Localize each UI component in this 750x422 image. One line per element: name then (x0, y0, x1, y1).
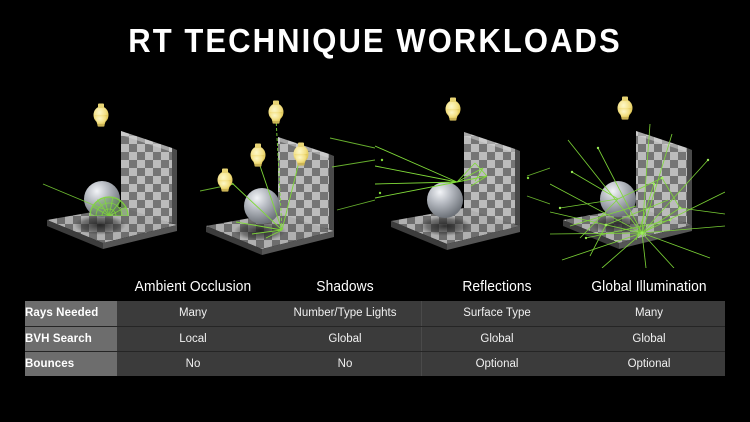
light-bulb-icon (293, 142, 309, 166)
table-row: Rays Needed Many Number/Type Lights Surf… (25, 301, 725, 327)
page-title: RT TECHNIQUE WORKLOADS (128, 22, 622, 59)
light-bulb-icon (268, 100, 284, 124)
light-bulb-icon (93, 103, 109, 127)
checker-floor (47, 207, 177, 249)
ray-lines (42, 183, 129, 216)
cell-bounces-global-illumination: Optional (573, 351, 725, 376)
workload-table: Rays Needed Many Number/Type Lights Surf… (25, 301, 725, 376)
sphere (244, 188, 280, 224)
sphere (427, 182, 463, 218)
scene-strip (25, 88, 725, 268)
cell-bvh-search-global-illumination: Global (573, 326, 725, 352)
scene-ambient-occlusion (25, 88, 200, 268)
checker-floor (391, 208, 520, 250)
scene-shadows-svg (200, 100, 375, 255)
scene-shadows (200, 88, 375, 268)
column-header-shadows: Shadows (316, 278, 374, 295)
table-row: BVH Search Local Global Global Global (25, 326, 725, 352)
ray-lines (200, 117, 375, 239)
column-header-global-illumination: Global Illumination (591, 278, 707, 295)
cell-rays-needed-global-illumination: Many (573, 301, 725, 327)
ray-lines (550, 123, 725, 268)
light-bulb-icon (617, 96, 633, 120)
light-bulb-icon (217, 168, 233, 192)
column-header-reflections: Reflections (462, 278, 532, 295)
cell-rays-needed-reflections: Surface Type (421, 301, 573, 327)
row-label-bounces: Bounces (25, 351, 117, 376)
scene-reflections-svg (375, 97, 550, 250)
cell-bvh-search-reflections: Global (421, 326, 573, 352)
scene-reflections (375, 88, 550, 268)
scene-global-illumination-svg (550, 96, 725, 268)
cell-bounces-shadows: No (269, 351, 421, 376)
cell-bvh-search-shadows: Global (269, 326, 421, 352)
column-header-ambient-occlusion: Ambient Occlusion (134, 278, 252, 295)
cell-rays-needed-ambient-occlusion: Many (117, 301, 269, 327)
cell-bounces-ambient-occlusion: No (117, 351, 269, 376)
table-row: Bounces No No Optional Optional (25, 351, 725, 376)
light-bulb-icon (445, 97, 461, 121)
row-label-rays-needed: Rays Needed (25, 301, 117, 327)
ray-lines (375, 145, 550, 205)
scene-ambient-occlusion-svg (42, 103, 177, 249)
cell-bounces-reflections: Optional (421, 351, 573, 376)
cell-rays-needed-shadows: Number/Type Lights (269, 301, 421, 327)
row-label-bvh-search: BVH Search (25, 326, 117, 352)
light-bulb-icon (250, 143, 266, 167)
column-headers: Ambient Occlusion Shadows Reflections Gl… (117, 277, 725, 299)
scene-global-illumination (550, 88, 725, 268)
cell-bvh-search-ambient-occlusion: Local (117, 326, 269, 352)
